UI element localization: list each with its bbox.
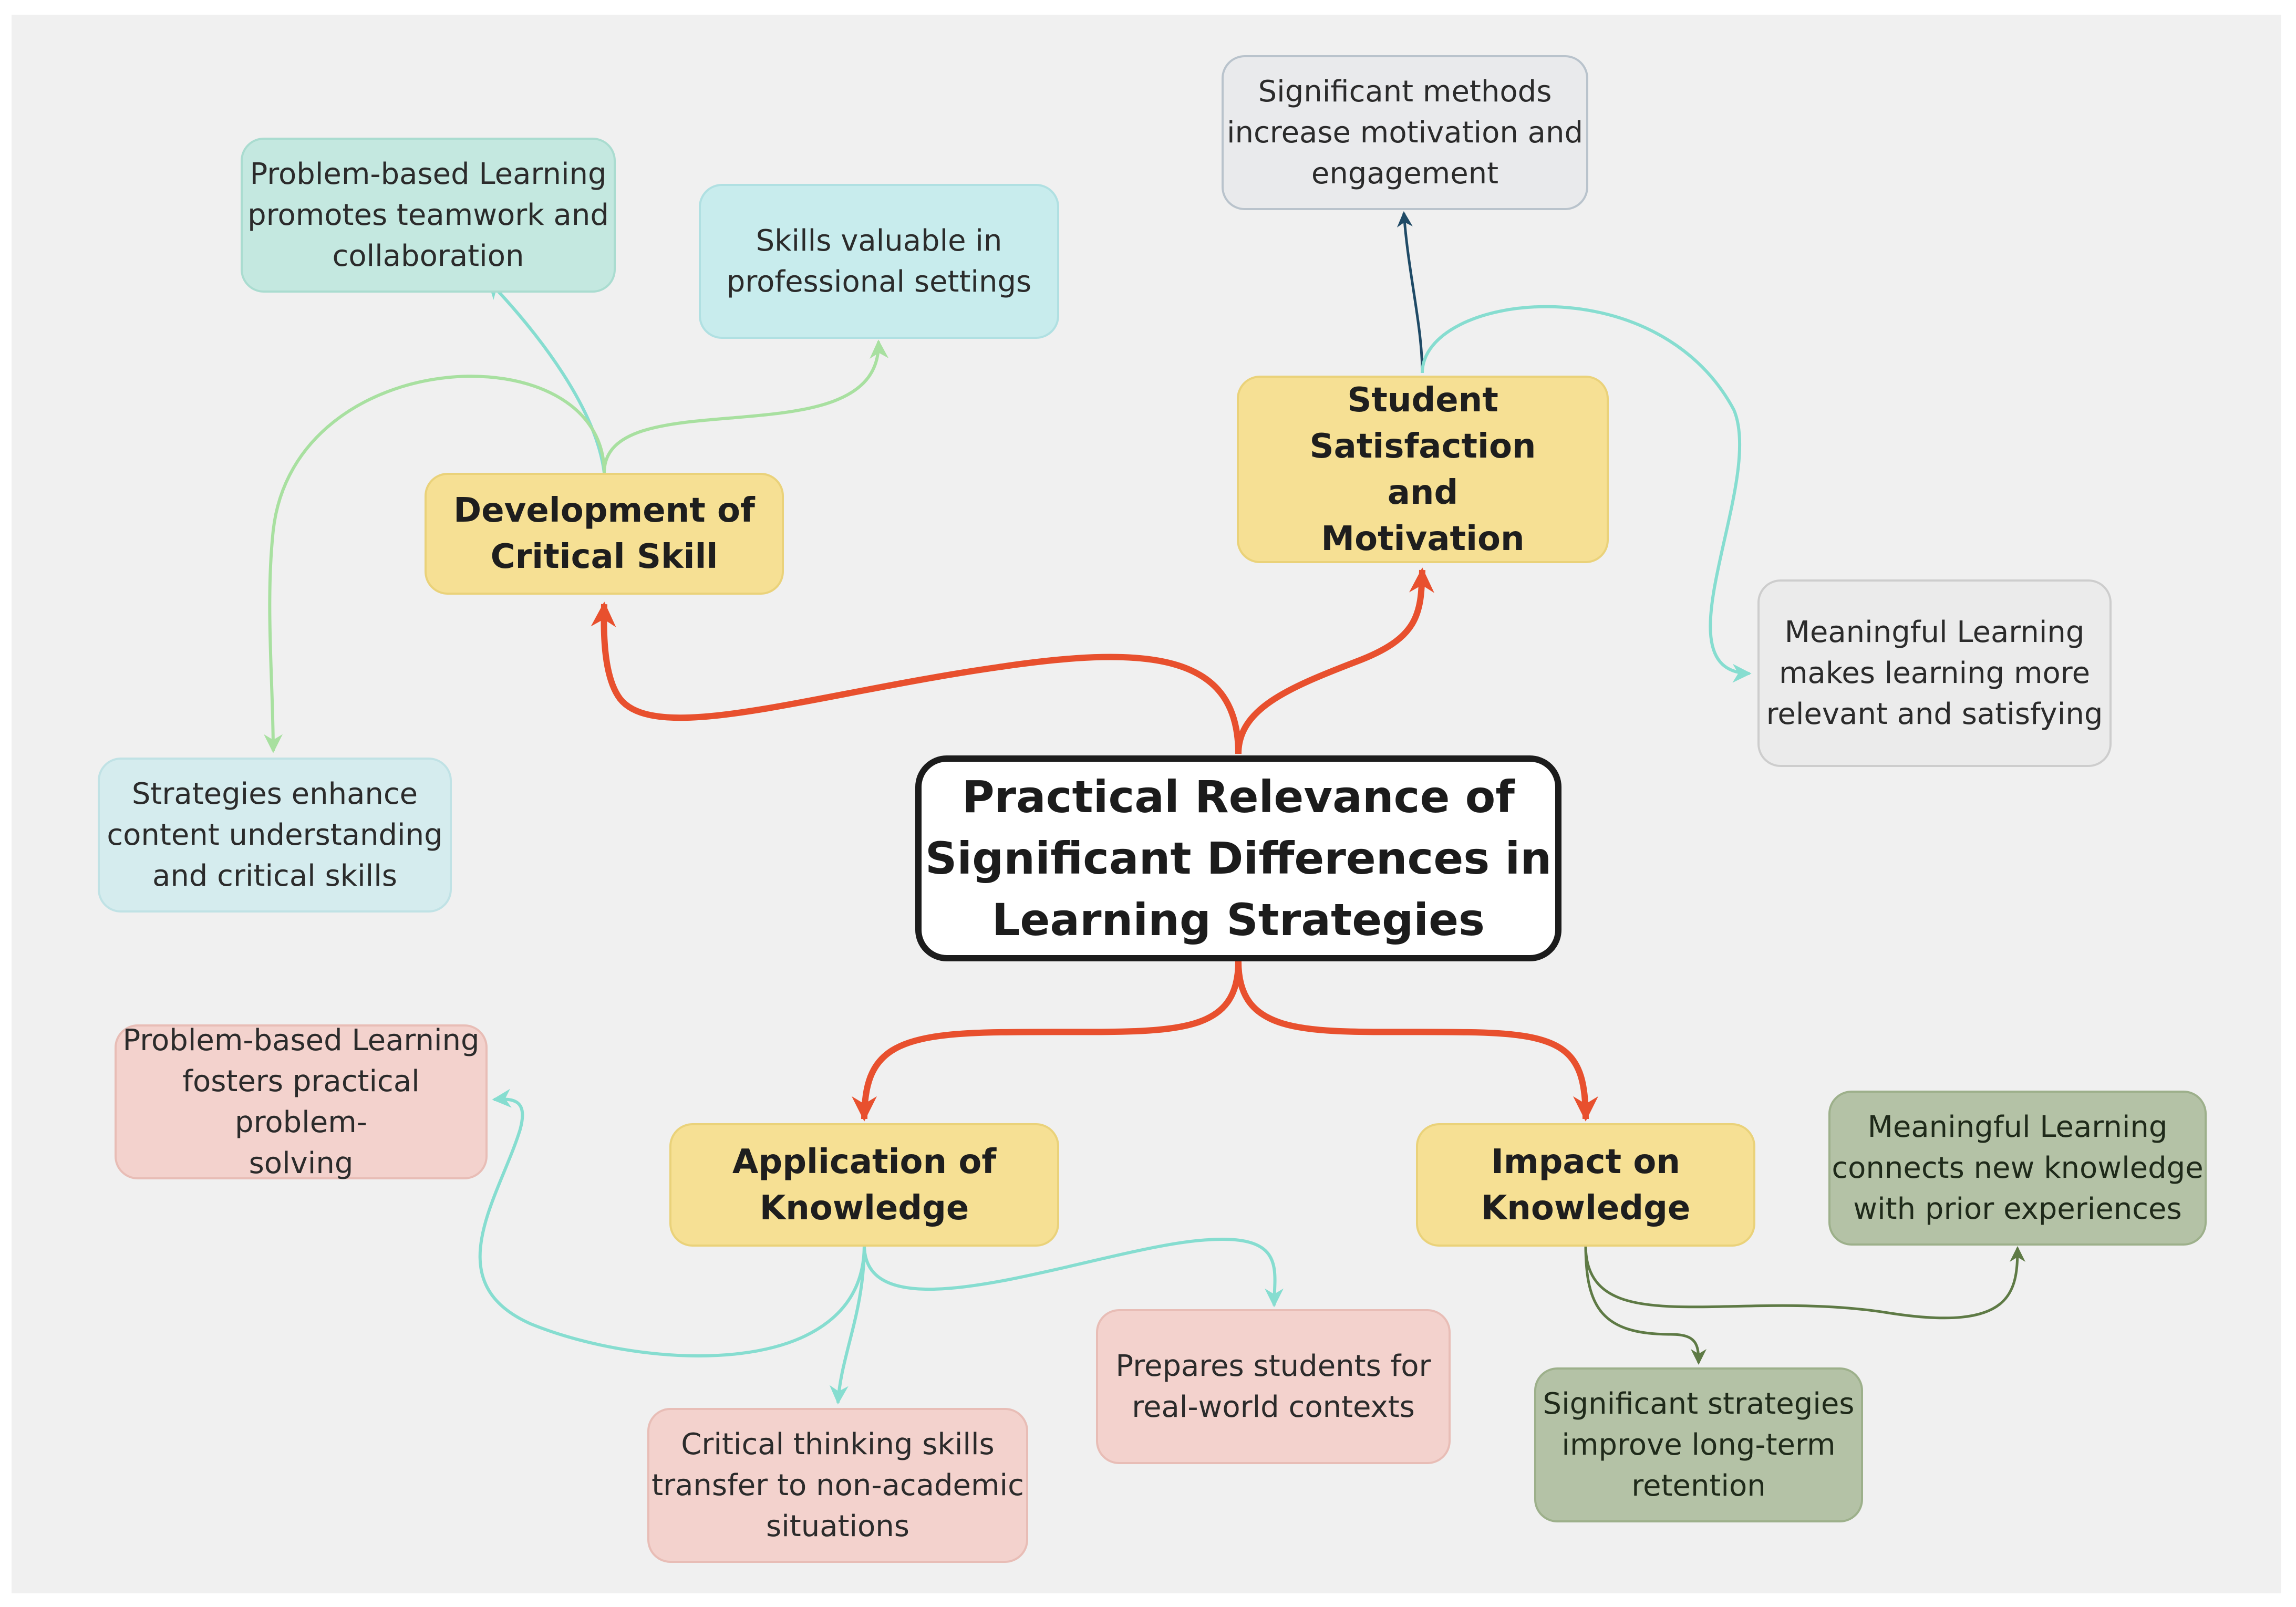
subtopic-prior-experiences[interactable]: Meaningful Learning connects new knowled… bbox=[1828, 1091, 2207, 1246]
link-critical-skill-to-professional bbox=[603, 339, 889, 473]
topic-satisfaction[interactable]: Student Satisfaction and Motivation bbox=[1237, 376, 1609, 563]
subtopic-real-world-label: Prepares students for real-world context… bbox=[1115, 1349, 1431, 1424]
subtopic-teamwork-label: Problem-based Learning promotes teamwork… bbox=[247, 157, 609, 273]
link-application-to-transfer bbox=[829, 1245, 866, 1405]
subtopic-prior-experiences-label: Meaningful Learning connects new knowled… bbox=[1832, 1110, 2204, 1226]
subtopic-professional[interactable]: Skills valuable in professional settings bbox=[699, 184, 1059, 339]
link-critical-skill-to-teamwork bbox=[487, 279, 606, 473]
subtopic-engagement-label: Significant methods increase motivation … bbox=[1226, 74, 1584, 191]
topic-critical-skill-label: Development of Critical Skill bbox=[453, 491, 755, 576]
link-application-to-real-world bbox=[863, 1238, 1284, 1308]
subtopic-real-world[interactable]: Prepares students for real-world context… bbox=[1096, 1309, 1451, 1464]
link-satisfaction-to-relevant bbox=[1421, 305, 1752, 683]
subtopic-relevant[interactable]: Meaningful Learning makes learning more … bbox=[1757, 579, 2112, 767]
subtopic-content-understanding-label: Strategies enhance content understanding… bbox=[107, 776, 443, 893]
link-critical-skill-to-content bbox=[263, 375, 606, 753]
link-impact-to-prior-experiences bbox=[1584, 1245, 2025, 1320]
subtopic-problem-solving[interactable]: Problem-based Learning fosters practical… bbox=[115, 1023, 488, 1180]
subtopic-engagement[interactable]: Significant methods increase motivation … bbox=[1222, 55, 1588, 210]
subtopic-retention[interactable]: Significant strategies improve long-term… bbox=[1534, 1367, 1863, 1522]
topic-application[interactable]: Application of Knowledge bbox=[669, 1123, 1059, 1247]
subtopic-transfer-label: Critical thinking skills transfer to non… bbox=[651, 1427, 1024, 1543]
link-center-to-critical-skill bbox=[591, 602, 1242, 754]
topic-impact[interactable]: Impact on Knowledge bbox=[1416, 1123, 1755, 1247]
subtopic-professional-label: Skills valuable in professional settings bbox=[726, 223, 1032, 299]
subtopic-transfer[interactable]: Critical thinking skills transfer to non… bbox=[647, 1408, 1028, 1563]
topic-application-label: Application of Knowledge bbox=[732, 1142, 997, 1228]
central-topic-label: Practical Relevance of Significant Diffe… bbox=[925, 771, 1552, 946]
subtopic-teamwork[interactable]: Problem-based Learning promotes teamwork… bbox=[241, 138, 616, 293]
link-center-to-satisfaction bbox=[1235, 567, 1434, 754]
link-center-to-impact bbox=[1235, 961, 1598, 1122]
subtopic-content-understanding[interactable]: Strategies enhance content understanding… bbox=[98, 758, 452, 913]
subtopic-problem-solving-label: Problem-based Learning fosters practical… bbox=[122, 1023, 480, 1180]
topic-satisfaction-label: Student Satisfaction and Motivation bbox=[1309, 380, 1536, 558]
central-topic[interactable]: Practical Relevance of Significant Diffe… bbox=[915, 755, 1561, 961]
topic-critical-skill[interactable]: Development of Critical Skill bbox=[425, 473, 784, 595]
link-application-to-problem-solving bbox=[478, 1088, 866, 1357]
link-center-to-application bbox=[852, 961, 1242, 1122]
subtopic-relevant-label: Meaningful Learning makes learning more … bbox=[1766, 615, 2103, 731]
topic-impact-label: Impact on Knowledge bbox=[1481, 1142, 1691, 1228]
subtopic-retention-label: Significant strategies improve long-term… bbox=[1543, 1386, 1855, 1503]
link-impact-to-retention bbox=[1584, 1245, 1707, 1365]
link-satisfaction-to-engagement bbox=[1397, 211, 1424, 374]
